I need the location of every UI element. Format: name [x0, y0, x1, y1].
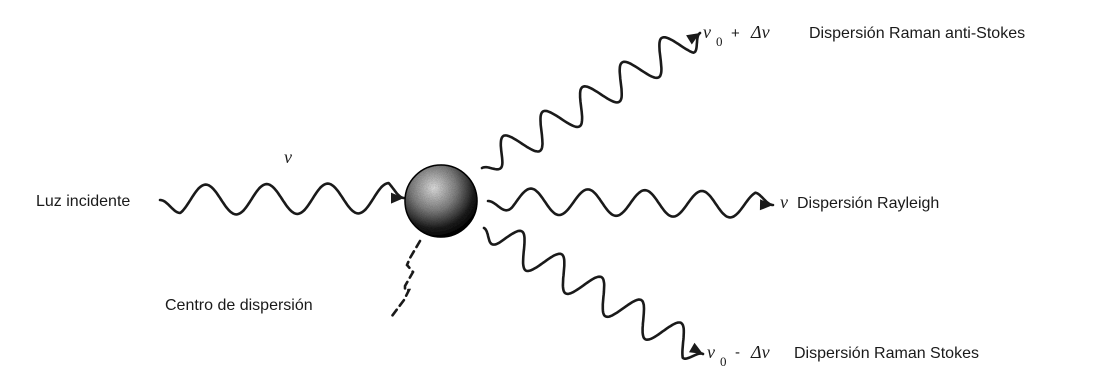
anti-stokes-label: Dispersión Raman anti-Stokes: [809, 25, 1025, 42]
anti-stokes-subscript: 0: [716, 34, 723, 49]
rayleigh-symbol: ν: [780, 192, 788, 212]
anti-stokes-operator: +: [731, 25, 740, 42]
stokes-symbol: ν: [707, 342, 715, 362]
rayleigh-label: Dispersión Rayleigh: [797, 195, 939, 212]
rayleigh-wave: [488, 189, 773, 218]
anti-stokes-symbol: ν: [703, 22, 711, 42]
incident-light-wave: [160, 183, 404, 214]
stokes-arrowhead-icon: [689, 343, 703, 354]
scattering-center-sphere: [405, 165, 477, 237]
anti-stokes-shift: Δν: [750, 22, 770, 42]
stokes-operator: -: [735, 344, 740, 361]
stokes-subscript: 0: [720, 354, 727, 369]
scattering-center-pointer: [392, 241, 420, 316]
stokes-shift: Δν: [750, 342, 770, 362]
anti-stokes-wave: [482, 33, 700, 169]
scattering-center-label: Centro de dispersión: [165, 297, 313, 314]
incident-light-label: Luz incidente: [36, 193, 130, 210]
stokes-label: Dispersión Raman Stokes: [794, 345, 979, 362]
incident-frequency-symbol: ν: [284, 147, 292, 167]
stokes-wave: [484, 228, 703, 359]
